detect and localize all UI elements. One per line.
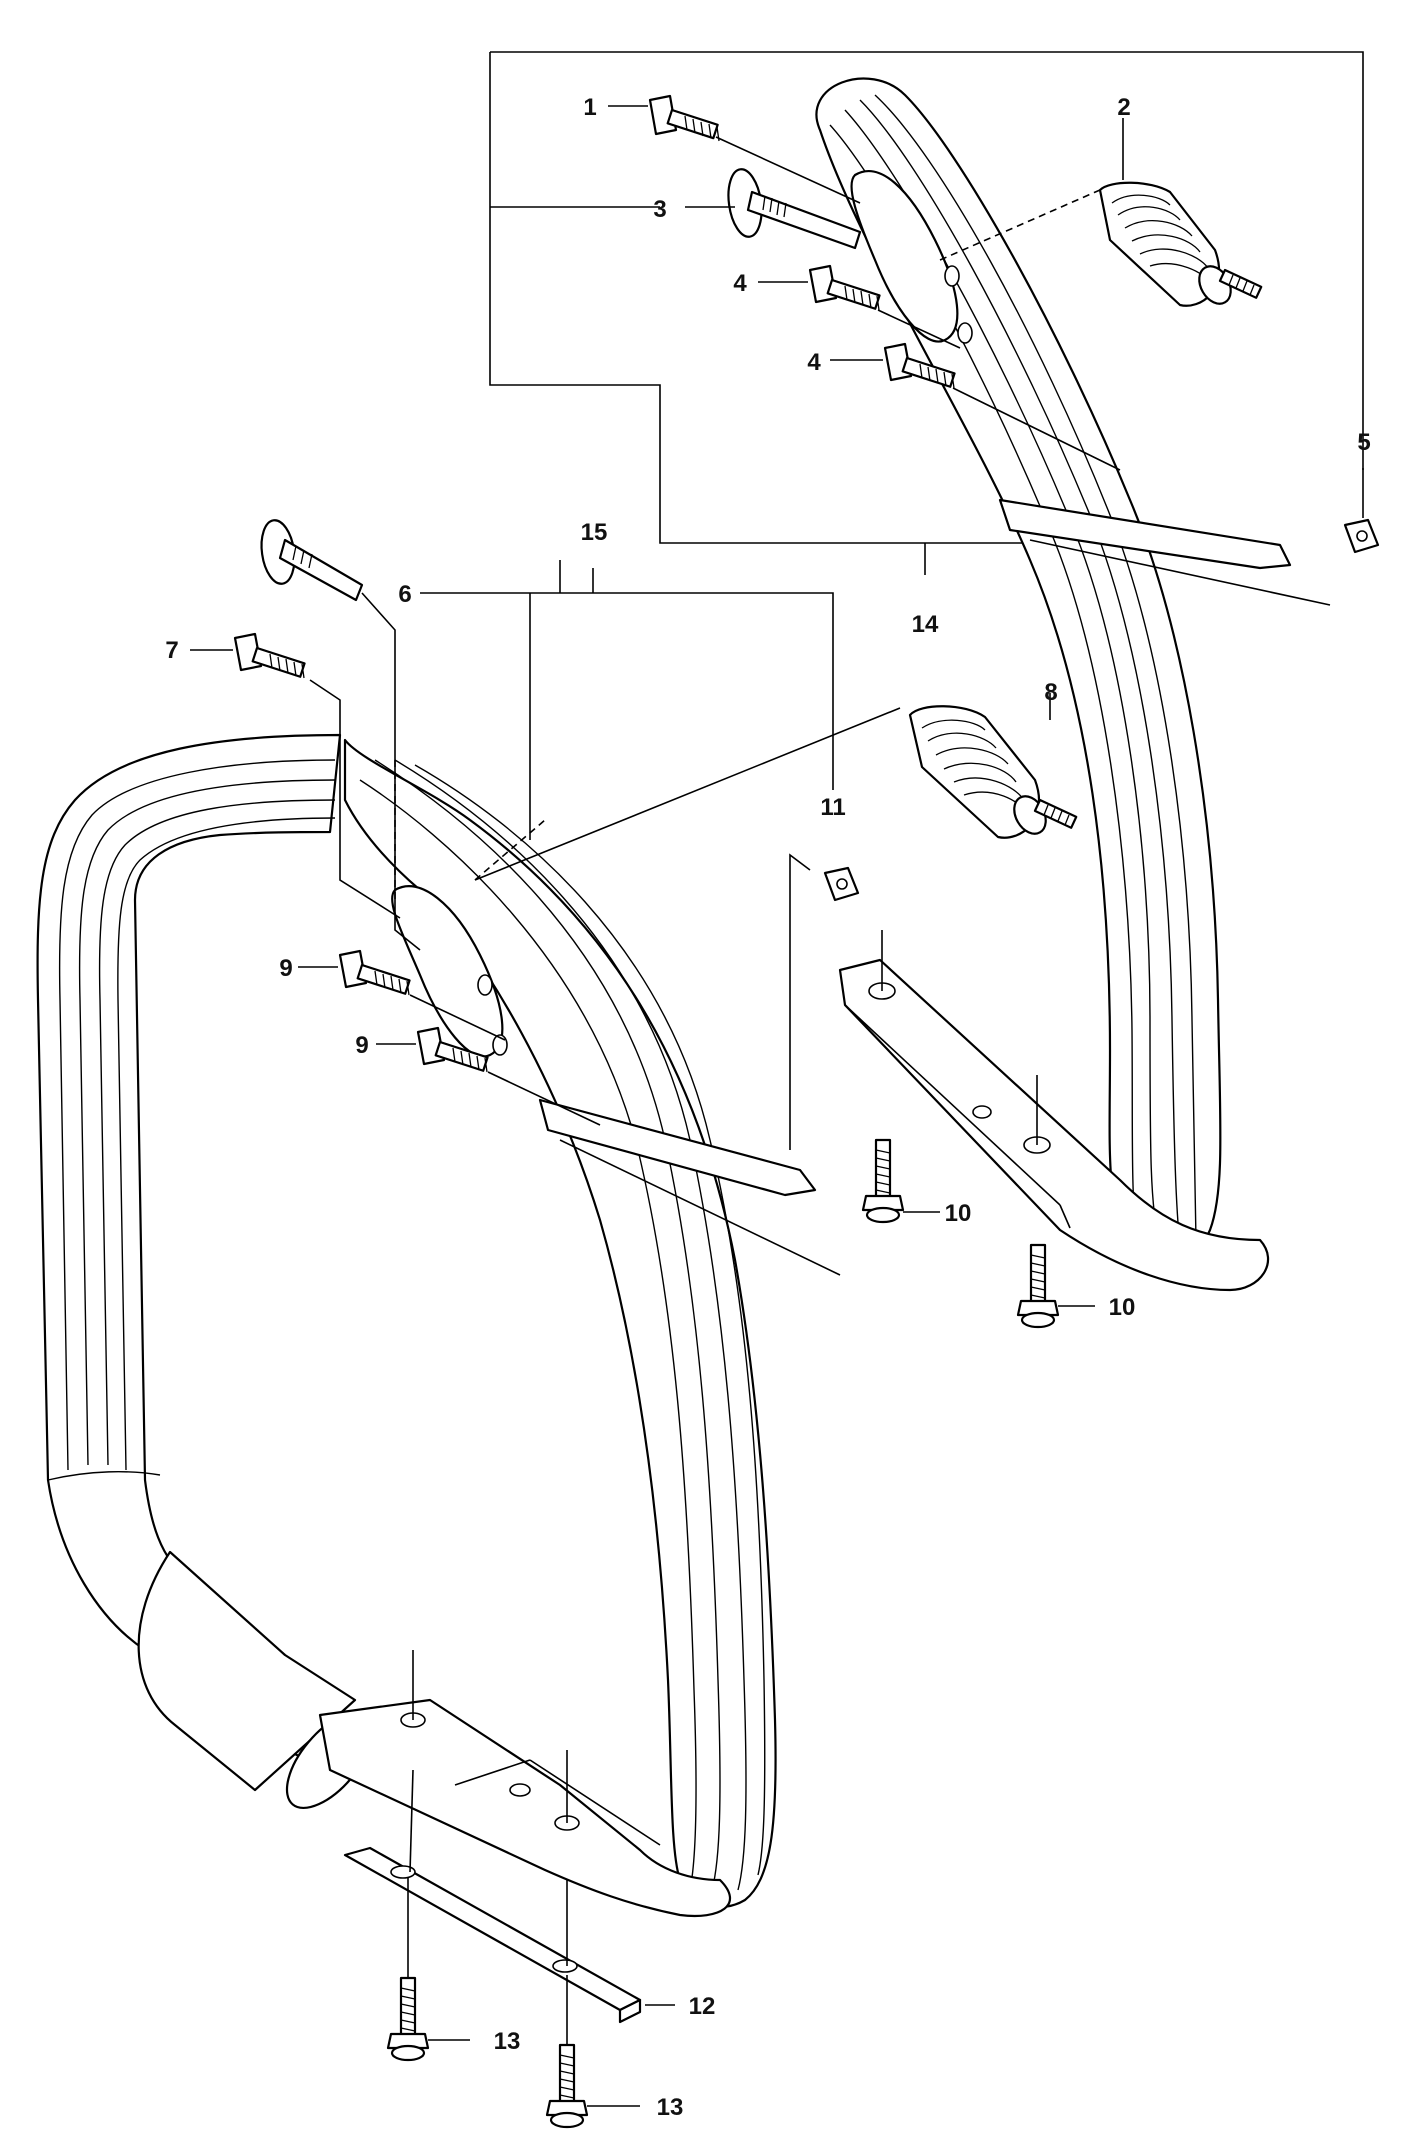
kit-15-bracket (420, 560, 834, 840)
part-4-screw-a (808, 264, 961, 349)
part-11-nut (789, 853, 860, 1150)
part-12-plate (343, 1769, 675, 2024)
callout-10b: 10 (1109, 1294, 1136, 1321)
callout-1: 1 (583, 94, 596, 121)
callout-11: 11 (820, 794, 845, 821)
callout-3: 3 (653, 196, 666, 223)
part-2-av-spring (939, 181, 1263, 307)
part-10-screw-b (1016, 1243, 1095, 1329)
callout-8: 8 (1044, 679, 1057, 706)
kit-14-bracket (489, 51, 1364, 575)
callout-4b: 4 (807, 349, 821, 376)
part-3-long-bolt (727, 168, 862, 250)
part-5-nut (1343, 518, 1380, 554)
callout-6: 6 (398, 581, 411, 608)
part-13-screw-a (386, 1878, 470, 2062)
part-1-screw (648, 94, 861, 204)
callout-9a: 9 (279, 955, 292, 982)
part-9-screw-b (416, 1026, 601, 1126)
callout-15: 15 (581, 519, 608, 546)
part-4-screw-b (883, 342, 1121, 471)
part-9-screw-a (338, 949, 506, 1041)
part-10-screw-a (861, 1138, 940, 1224)
callout-2: 2 (1117, 94, 1130, 121)
callout-13b: 13 (657, 2094, 684, 2121)
leader-lines (190, 105, 1364, 1045)
callout-13a: 13 (494, 2028, 521, 2055)
part-8-av-spring (474, 705, 1078, 881)
rear-handle (815, 77, 1331, 1292)
callout-9b: 9 (355, 1032, 368, 1059)
callout-10a: 10 (945, 1200, 972, 1227)
callout-5: 5 (1357, 429, 1370, 456)
part-6-long-bolt (260, 519, 421, 951)
front-handle (36, 733, 841, 1917)
callout-4a: 4 (733, 270, 747, 297)
part-13-screw-b (545, 1975, 640, 2129)
callout-14: 14 (912, 611, 939, 638)
callout-12: 12 (689, 1993, 716, 2020)
callout-7: 7 (165, 637, 178, 664)
part-7-screw (233, 632, 401, 919)
